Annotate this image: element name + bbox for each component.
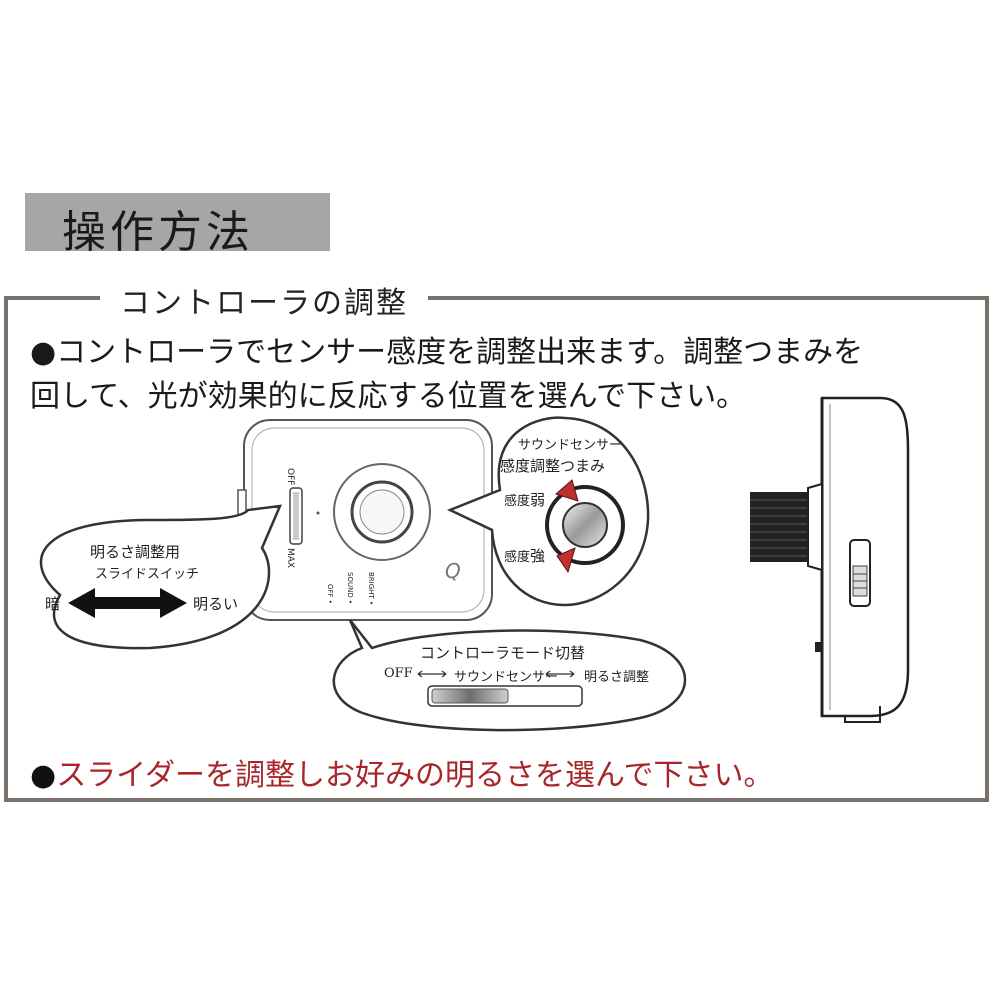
controller-front: Q OFF MAX BRIGHT • SOUND • OFF • <box>237 419 493 621</box>
bottom-instruction: ●スライダーを調整しお好みの明るさを選んで下さい。 <box>30 750 774 794</box>
max-label: MAX <box>285 548 295 568</box>
slider-callout-subtitle: スライドスイッチ <box>95 567 200 582</box>
knob-callout-subtitle: 感度調整つまみ <box>500 457 606 475</box>
mode-off-label: OFF <box>384 666 413 681</box>
off-label: OFF <box>285 468 295 485</box>
bottom-instruction-text: スライダーを調整しお好みの明るさを選んで下さい。 <box>56 758 774 793</box>
dark-label: 暗 <box>45 595 61 613</box>
title-band <box>25 193 330 251</box>
mode-bright-label: 明るさ調整 <box>584 670 650 685</box>
callout-slider-bubble <box>39 504 283 650</box>
instruction-line-1: ●コントローラでセンサー感度を調整出来ます。調整つまみを <box>30 335 864 370</box>
callout-mode-bubble <box>332 619 687 732</box>
mode-callout-title: コントローラモード切替 <box>420 644 586 662</box>
sound-label: SOUND • <box>346 572 354 604</box>
strong-label: 感度強 <box>504 547 546 565</box>
section-title: コントローラの調整 <box>100 278 428 322</box>
slider-callout-title: 明るさ調整用 <box>90 543 181 561</box>
instruction-panel <box>4 296 989 802</box>
instruction-line-2: 回して、光が効果的に反応する位置を選んで下さい。 <box>30 379 747 414</box>
bright-label-text: 明るい <box>193 595 239 613</box>
callout-knob-bubble <box>446 416 650 607</box>
page-title: 操作方法 <box>62 207 254 258</box>
off2-label: OFF • <box>326 584 334 604</box>
mode-sound-label: サウンドセンサー <box>454 670 559 685</box>
bullet-dot: ● <box>30 758 57 793</box>
svg-text:Q: Q <box>445 559 461 583</box>
knob-callout-title: サウンドセンサー <box>518 438 623 453</box>
controller-side-view <box>750 396 910 723</box>
bright-label: BRIGHT • <box>367 572 375 605</box>
weak-label: 感度弱 <box>504 491 546 509</box>
